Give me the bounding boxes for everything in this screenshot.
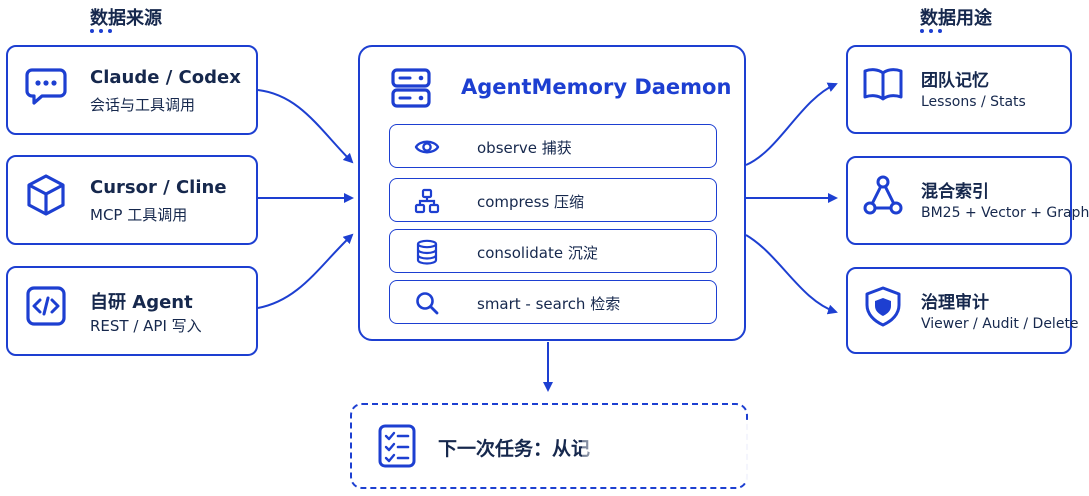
- arrow-daemon-to-memory: [745, 82, 838, 166]
- eye-icon: [414, 140, 440, 154]
- sources-dots: [90, 29, 112, 33]
- uses-dots: [920, 29, 942, 33]
- step-smart-search: smart - search 检索: [389, 280, 717, 324]
- source-title: Cursor / Cline: [90, 177, 227, 198]
- source-card-claude: Claude / Codex 会话与工具调用: [6, 45, 258, 135]
- checklist-icon: [378, 424, 416, 468]
- step-consolidate: consolidate 沉淀: [389, 229, 717, 273]
- arrow-agent-to-daemon: [257, 233, 354, 309]
- use-title: 团队记忆: [921, 71, 989, 91]
- next-task-text: 下一次任务：从记: [438, 438, 591, 460]
- cube-icon: [27, 174, 65, 216]
- step-label: compress 压缩: [477, 193, 585, 211]
- step-label: observe 捕获: [477, 139, 572, 157]
- shield-icon: [865, 286, 901, 327]
- step-label: consolidate 沉淀: [477, 244, 598, 262]
- source-title: 自研 Agent: [90, 292, 193, 313]
- server-icon: [391, 68, 431, 108]
- use-title: 治理审计: [921, 293, 989, 313]
- use-card-governance: 治理审计 Viewer / Audit / Delete: [846, 267, 1079, 354]
- step-compress: compress 压缩: [389, 178, 717, 222]
- source-subtitle: MCP 工具调用: [90, 206, 188, 224]
- use-title: 混合索引: [921, 182, 989, 202]
- use-subtitle: BM25 + Vector + Graph: [921, 205, 1089, 221]
- graph-icon: [863, 175, 903, 215]
- use-card-team-memory: 团队记忆 Lessons / Stats: [846, 45, 1072, 134]
- source-subtitle: REST / API 写入: [90, 317, 202, 335]
- source-title: Claude / Codex: [90, 67, 241, 88]
- agentmemory-daemon: AgentMemory Daemon observe 捕获 compress 压…: [358, 45, 746, 341]
- source-card-cursor: Cursor / Cline MCP 工具调用: [6, 155, 258, 245]
- arrow-claude-to-daemon: [257, 89, 354, 164]
- use-card-hybrid-index: 混合索引 BM25 + Vector + Graph: [846, 156, 1089, 245]
- source-card-agent: 自研 Agent REST / API 写入: [6, 266, 258, 356]
- fade-overlay: [650, 418, 740, 458]
- source-subtitle: 会话与工具调用: [90, 96, 196, 114]
- sources-heading: 数据来源: [90, 8, 162, 29]
- step-observe: observe 捕获: [389, 124, 717, 168]
- database-icon: [416, 239, 438, 265]
- use-subtitle: Viewer / Audit / Delete: [921, 316, 1079, 332]
- uses-heading: 数据用途: [920, 8, 992, 29]
- hierarchy-icon: [414, 188, 440, 214]
- use-subtitle: Lessons / Stats: [921, 94, 1026, 110]
- arrow-daemon-to-audit: [745, 234, 838, 315]
- chat-bubble-icon: [25, 68, 67, 105]
- code-icon: [26, 286, 66, 326]
- step-label: smart - search 检索: [477, 295, 621, 313]
- daemon-title: AgentMemory Daemon: [461, 75, 732, 99]
- search-icon: [416, 292, 439, 315]
- book-icon: [863, 68, 903, 101]
